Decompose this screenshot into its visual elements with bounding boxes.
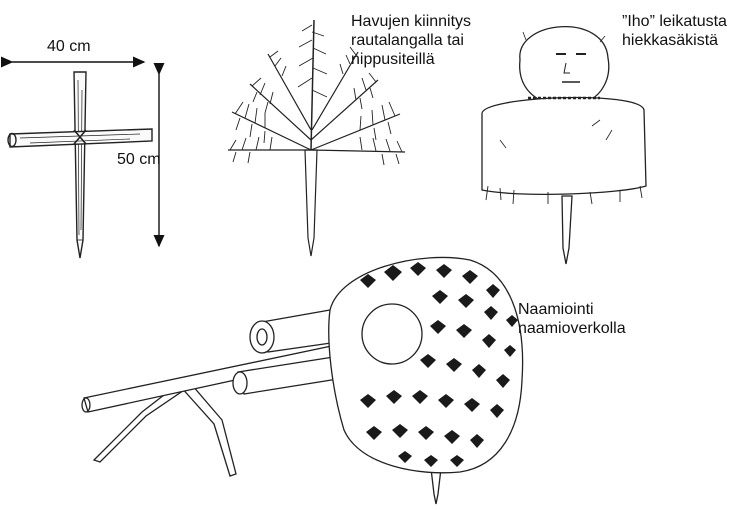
branches-caption: Havujen kiinnitys rautalangalla tai nipp… [351,12,471,69]
sandbag-decoy [482,27,646,264]
skin-caption: ”Iho” leikatusta hiekkasäkistä [622,12,727,50]
net-caption: Naamiointi naamioverkolla [518,300,626,338]
cross-height-label: 50 cm [117,150,161,169]
rifle-decoy [82,257,523,504]
cross-width-label: 40 cm [47,37,91,56]
